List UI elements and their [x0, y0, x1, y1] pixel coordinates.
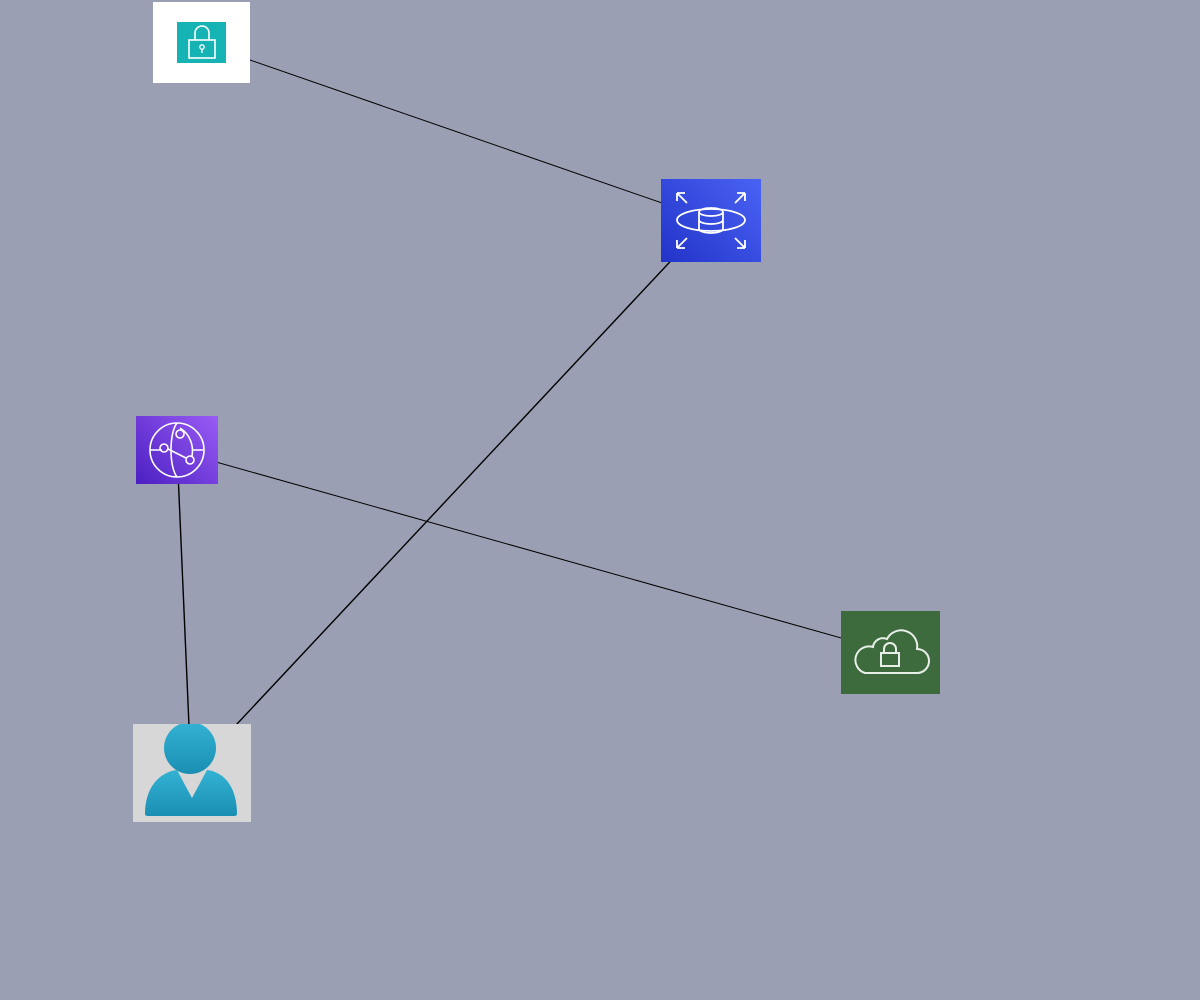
secrets-manager-node[interactable]: [153, 2, 250, 83]
database-scale-icon: [676, 192, 746, 249]
edge-rds-user[interactable]: [191, 217, 712, 773]
user-person-icon: [145, 724, 237, 816]
edge-secrets-to-rds[interactable]: [200, 42, 712, 222]
cloud-lock-node[interactable]: [841, 611, 940, 694]
edge-cloudfront-to-vpn[interactable]: [176, 450, 892, 654]
cloud-lock-icon: [854, 629, 930, 674]
user-node[interactable]: [133, 724, 251, 822]
cloudfront-node[interactable]: [136, 416, 218, 484]
rds-database-node[interactable]: [661, 179, 761, 262]
lock-icon: [177, 22, 226, 63]
globe-network-icon: [149, 422, 205, 478]
